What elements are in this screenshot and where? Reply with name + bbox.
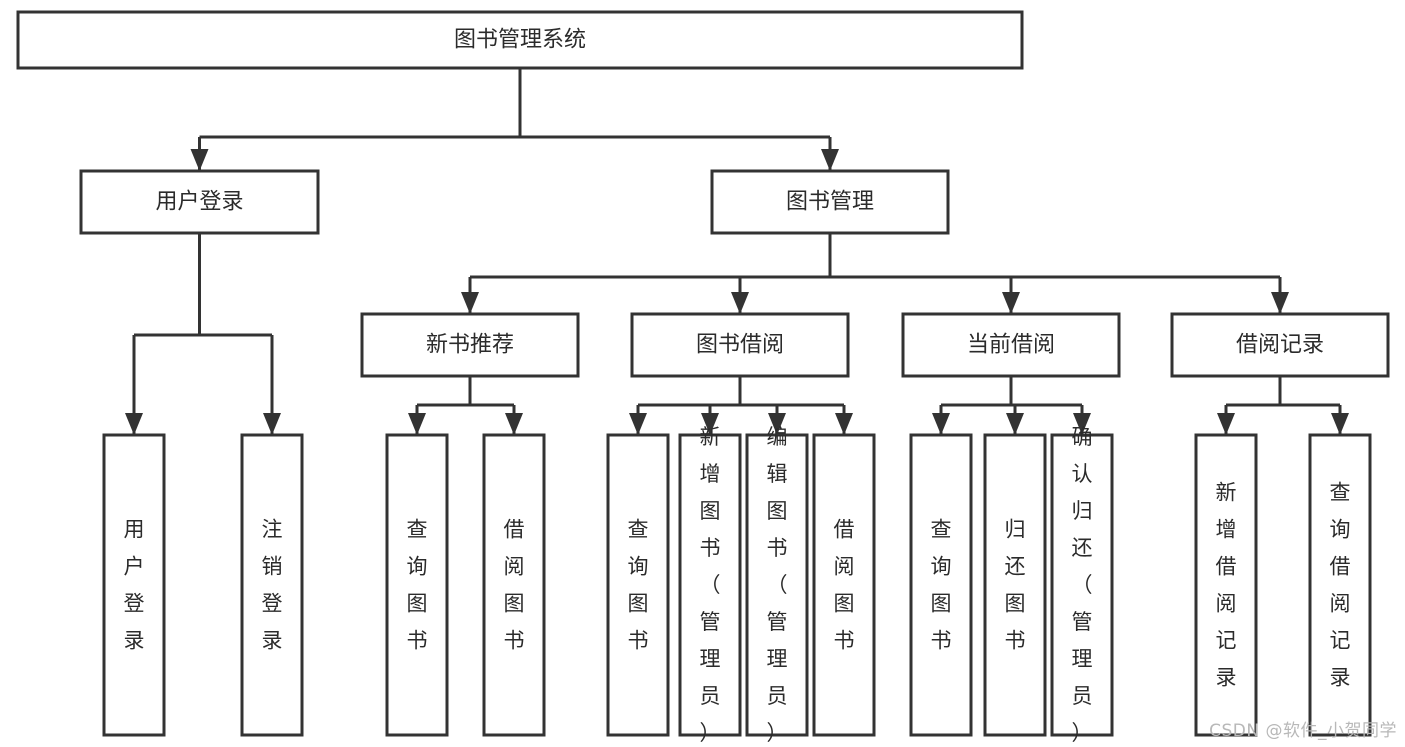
arrow-head-icon [1002,292,1020,314]
leaf-node-0-label: 用户登录 [124,518,145,653]
level2-node-1[interactable]: 图书管理 [710,169,950,235]
leaf-node-11-box[interactable] [1194,433,1258,737]
level3-node-1[interactable]: 图书借阅 [630,312,850,378]
arrow-head-icon [1271,292,1289,314]
leaf-node-7[interactable]: 借阅图书 [812,433,876,737]
leaf-node-4-label: 查询图书 [628,518,649,653]
level3-node-3-box[interactable] [1170,312,1390,378]
leaf-node-2-box[interactable] [385,433,449,737]
leaf-node-11-label: 新增借阅记录 [1216,481,1237,690]
leaf-node-9-box[interactable] [983,433,1047,737]
arrow-head-icon [461,292,479,314]
leaf-node-0[interactable]: 用户登录 [102,433,166,737]
leaf-node-3-label: 借阅图书 [504,518,525,653]
leaf-node-0-box[interactable] [102,433,166,737]
level2-node-0-label: 用户登录 [155,190,243,215]
level2-node-1-box[interactable] [710,169,950,235]
leaf-node-2[interactable]: 查询图书 [385,433,449,737]
csdn-watermark: CSDN @软件_小贺同学 [1209,721,1397,741]
leaf-node-5-label: 新增图书（管理员） [700,425,721,745]
leaf-node-1-box[interactable] [240,433,304,737]
arrow-head-icon [731,292,749,314]
leaf-node-4[interactable]: 查询图书 [606,433,670,737]
level3-node-1-label: 图书借阅 [696,333,784,358]
level3-node-3[interactable]: 借阅记录 [1170,312,1390,378]
leaf-node-6[interactable]: 编辑图书（管理员） [745,425,809,745]
level3-node-0-box[interactable] [360,312,580,378]
arrow-head-icon [408,413,426,435]
leaf-node-5[interactable]: 新增图书（管理员） [678,425,742,745]
leaf-node-2-label: 查询图书 [407,518,428,653]
leaf-node-5-box[interactable] [678,433,742,737]
leaf-node-10-label: 确认归还（管理员） [1072,425,1093,745]
leaf-node-6-label: 编辑图书（管理员） [767,425,788,745]
arrow-head-icon [1331,413,1349,435]
arrow-head-icon [1217,413,1235,435]
level3-node-3-label: 借阅记录 [1236,333,1324,358]
node-layer: 图书管理系统用户登录图书管理新书推荐图书借阅当前借阅借阅记录用户登录注销登录查询… [16,10,1390,745]
leaf-node-7-box[interactable] [812,433,876,737]
arrow-head-icon [629,413,647,435]
arrow-head-icon [1073,413,1091,435]
leaf-node-1[interactable]: 注销登录 [240,433,304,737]
leaf-node-12[interactable]: 查询借阅记录 [1308,433,1372,737]
leaf-node-3-box[interactable] [482,433,546,737]
leaf-node-8[interactable]: 查询图书 [909,433,973,737]
leaf-node-8-label: 查询图书 [931,518,952,653]
connector-layer [125,68,1349,435]
level2-node-1-label: 图书管理 [786,190,874,215]
arrow-head-icon [701,413,719,435]
root-node-book-management-system-box[interactable] [16,10,1024,70]
arrow-head-icon [125,413,143,435]
arrow-head-icon [835,413,853,435]
level3-node-0[interactable]: 新书推荐 [360,312,580,378]
root-node-book-management-system-label: 图书管理系统 [454,28,586,53]
arrow-head-icon [821,149,839,171]
level3-node-2[interactable]: 当前借阅 [901,312,1121,378]
leaf-node-4-box[interactable] [606,433,670,737]
leaf-node-12-box[interactable] [1308,433,1372,737]
arrow-head-icon [932,413,950,435]
leaf-node-9[interactable]: 归还图书 [983,433,1047,737]
leaf-node-10-box[interactable] [1050,433,1114,737]
leaf-node-7-label: 借阅图书 [834,518,855,653]
leaf-node-8-box[interactable] [909,433,973,737]
level3-node-2-label: 当前借阅 [967,333,1055,358]
arrow-head-icon [263,413,281,435]
arrow-head-icon [190,149,209,171]
arrow-head-icon [1006,413,1024,435]
level3-node-0-label: 新书推荐 [426,333,514,358]
leaf-node-10[interactable]: 确认归还（管理员） [1050,425,1114,745]
leaf-node-1-label: 注销登录 [262,518,283,653]
level2-node-0[interactable]: 用户登录 [79,169,320,235]
leaf-node-12-label: 查询借阅记录 [1330,481,1351,690]
arrow-head-icon [768,413,786,435]
level3-node-1-box[interactable] [630,312,850,378]
leaf-node-11[interactable]: 新增借阅记录 [1194,433,1258,737]
level3-node-2-box[interactable] [901,312,1121,378]
leaf-node-6-box[interactable] [745,433,809,737]
arrow-head-icon [505,413,523,435]
level2-node-0-box[interactable] [79,169,320,235]
root-node-book-management-system[interactable]: 图书管理系统 [16,10,1024,70]
leaf-node-9-label: 归还图书 [1005,518,1026,653]
leaf-node-3[interactable]: 借阅图书 [482,433,546,737]
